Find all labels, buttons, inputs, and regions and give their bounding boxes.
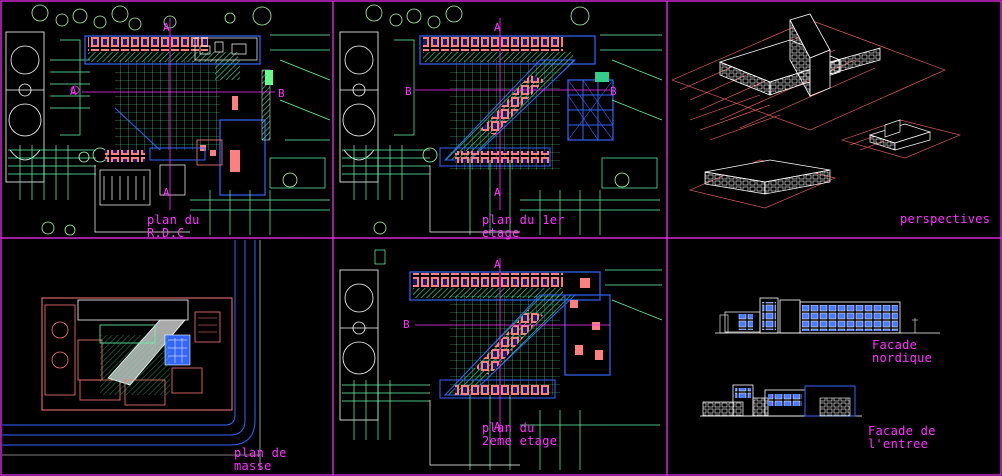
plan-etage2-drawing: [339, 249, 663, 470]
label-plan-etage2: plan du 2eme etage: [482, 422, 557, 448]
label-facade-nordique-line2: nordique: [872, 351, 933, 365]
label-plan-masse-line2: masse: [234, 459, 272, 473]
label-facade-nordique-line1: Facade: [872, 338, 918, 352]
axo-building-main: [718, 13, 881, 98]
label-plan-etage2-line1: plan du: [482, 421, 535, 435]
perspectives-drawing: [671, 13, 961, 209]
label-perspectives: perspectives: [900, 213, 990, 226]
label-plan-rdc: plan du R.D.C: [147, 214, 200, 240]
section-marker-a: A: [163, 21, 170, 34]
plan-etage1-drawing: [339, 4, 663, 235]
section-marker-b: B: [610, 85, 617, 98]
label-plan-masse-line1: plan de: [234, 446, 287, 460]
plan-masse-drawing: [2, 240, 261, 470]
label-facade-entree-line1: Facade de: [868, 424, 936, 438]
section-marker-b: B: [278, 87, 285, 100]
label-facade-entree: Facade de l'entree: [868, 425, 936, 451]
label-plan-etage2-line2: 2eme etage: [482, 434, 558, 448]
label-facade-nordique: Facade nordique: [872, 339, 932, 365]
label-plan-etage1-line1: plan du 1er: [482, 213, 565, 227]
section-marker-a: A: [494, 258, 501, 271]
facade-nordique-drawing: [715, 297, 940, 334]
label-plan-masse: plan de masse: [234, 447, 287, 473]
section-marker-a: A: [163, 186, 170, 199]
label-perspectives-text: perspectives: [900, 212, 991, 226]
label-facade-entree-line2: l'entree: [868, 437, 929, 451]
plan-rdc-drawing: [5, 4, 331, 236]
label-plan-etage1-line2: etage: [482, 226, 520, 240]
section-marker-b: B: [403, 318, 410, 331]
label-plan-rdc-line2: R.D.C: [147, 226, 185, 240]
section-marker-a: A: [494, 186, 501, 199]
label-plan-etage1: plan du 1er etage: [482, 214, 565, 240]
facade-entree-drawing: [700, 384, 862, 417]
label-plan-rdc-line1: plan du: [147, 213, 200, 227]
section-marker-a: A: [494, 21, 501, 34]
section-marker-b: B: [405, 85, 412, 98]
section-marker-a: A: [494, 420, 501, 433]
section-marker-a: A: [70, 85, 77, 98]
